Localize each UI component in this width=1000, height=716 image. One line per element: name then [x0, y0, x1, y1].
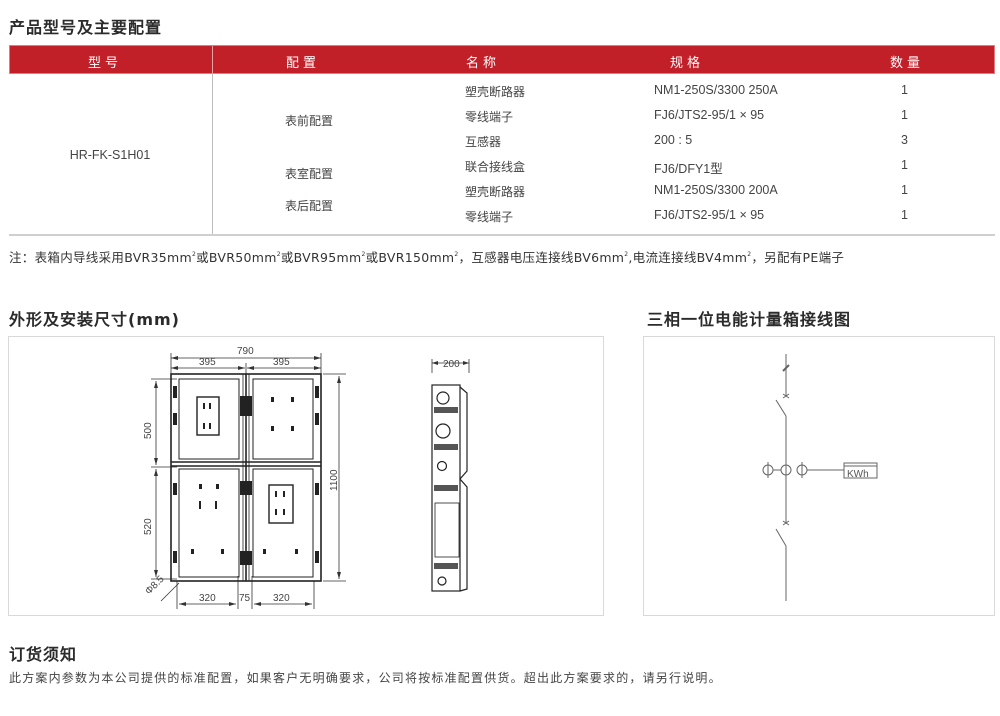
config-table: 型号 配置 名称 规格 数量 HR-FK-S1H01 表前配置 表室配置 表后配… [9, 45, 995, 236]
item-spec: NM1-250S/3300 250A [654, 83, 778, 97]
dimension-drawing-panel: 790 395 395 500 520 1100 Φ8.5 320 75 320… [8, 336, 604, 616]
wiring-note: 注：表箱内导线采用BVR35mm2或BVR50mm2或BVR95mm2或BVR1… [9, 250, 845, 265]
kwh-meter-label: KWh [847, 469, 869, 480]
model-cell: HR-FK-S1H01 [69, 148, 151, 162]
dimension-section-title: 外形及安装尺寸(mm) [9, 310, 180, 329]
item-spec: NM1-250S/3300 200A [654, 183, 778, 197]
group-after-meter: 表后配置 [285, 199, 334, 213]
item-spec: 200 : 5 [654, 133, 693, 147]
item-qty: 3 [901, 133, 908, 147]
group-meter-room: 表室配置 [285, 167, 334, 181]
item-qty: 1 [901, 208, 908, 222]
item-name: 零线端子 [465, 210, 514, 224]
dim-lower-height: 520 [143, 518, 154, 535]
item-spec: FJ6/JTS2-95/1 × 95 [654, 108, 765, 122]
config-section-title: 产品型号及主要配置 [9, 18, 163, 37]
dim-total-width: 790 [237, 346, 254, 357]
dimension-drawing: 790 395 395 500 520 1100 Φ8.5 320 75 320… [143, 346, 470, 609]
dim-total-height: 1100 [329, 469, 340, 491]
dim-bottom-right: 320 [273, 593, 290, 604]
dim-bottom-left: 320 [199, 593, 216, 604]
item-qty: 1 [901, 108, 908, 122]
order-section-title: 订货须知 [9, 645, 78, 664]
header-model: 型号 [88, 56, 123, 71]
item-name: 塑壳断路器 [465, 85, 526, 99]
column-divider [212, 74, 213, 234]
order-notice-text: 此方案内参数为本公司提供的标准配置，如果客户无明确要求，公司将按标准配置供货。超… [9, 671, 722, 685]
dim-hole: Φ8.5 [143, 574, 167, 598]
dim-depth: 200 [443, 359, 460, 370]
wiring-diagram: KWh [762, 354, 878, 601]
table-body: HR-FK-S1H01 表前配置 表室配置 表后配置 塑壳断路器 NM1-250… [9, 74, 995, 236]
header-spec: 规格 [670, 56, 705, 71]
dim-upper-height: 500 [143, 422, 154, 439]
item-qty: 1 [901, 158, 908, 172]
item-name: 互感器 [465, 135, 502, 149]
item-spec: FJ6/DFY1型 [654, 162, 723, 176]
dim-half-right: 395 [273, 357, 290, 368]
item-name: 零线端子 [465, 110, 514, 124]
item-qty: 1 [901, 183, 908, 197]
item-name: 联合接线盒 [465, 160, 526, 174]
header-name: 名称 [466, 56, 501, 71]
group-before-meter: 表前配置 [285, 114, 334, 128]
item-name: 塑壳断路器 [465, 185, 526, 199]
item-qty: 1 [901, 83, 908, 97]
dim-half-left: 395 [199, 357, 216, 368]
side-view [431, 384, 468, 592]
wiring-section-title: 三相一位电能计量箱接线图 [647, 310, 852, 329]
table-header: 型号 配置 名称 规格 数量 [9, 45, 995, 75]
dim-bottom-gap: 75 [239, 593, 251, 604]
item-spec: FJ6/JTS2-95/1 × 95 [654, 208, 765, 222]
header-config: 配置 [286, 56, 321, 71]
wiring-diagram-panel: KWh [643, 336, 995, 616]
header-divider [212, 46, 213, 75]
header-qty: 数量 [890, 56, 925, 71]
